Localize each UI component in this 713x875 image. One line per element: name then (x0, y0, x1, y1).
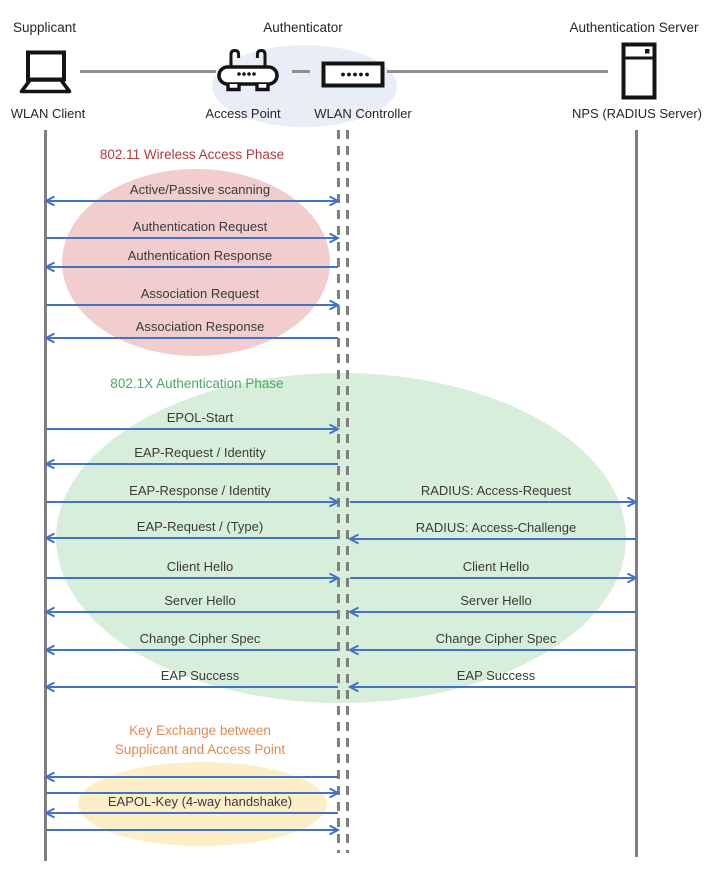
authentication-phase-ellipse (56, 373, 626, 703)
role-title-supplicant: Supplicant (13, 20, 77, 35)
device-label-nps-radius-server: NPS (RADIUS Server) (571, 106, 703, 121)
message-label: RADIUS: Access-Request (420, 483, 572, 498)
connector-line-segment (387, 70, 608, 73)
laptop-icon (19, 50, 72, 94)
wlan-controller-lifeline-dashed-left (337, 130, 340, 853)
message-label: EAPOL-Key (4-way handshake) (107, 794, 293, 809)
message-label: Change Cipher Spec (139, 631, 261, 646)
message-label: EPOL-Start (166, 410, 234, 425)
message-label: EAP Success (160, 668, 240, 683)
phase-title-802-11-wireless-access: 802.11 Wireless Access Phase (99, 147, 285, 162)
message-label: Server Hello (164, 593, 236, 608)
device-label-wlan-controller: WLAN Controller (314, 106, 412, 121)
message-label: Association Request (140, 286, 260, 301)
device-label-wlan-client: WLAN Client (10, 106, 86, 121)
message-label: EAP Success (456, 668, 536, 683)
server-icon (621, 42, 657, 100)
message-label: Authentication Response (127, 248, 273, 263)
message-label: EAP-Response / Identity (129, 483, 271, 498)
message-label: Server Hello (460, 593, 532, 608)
message-label: Client Hello (462, 559, 530, 574)
wlan-controller-lifeline-dashed-right (346, 130, 349, 853)
message-label: Authentication Request (132, 219, 268, 234)
phase-title-key-exchange-line2: Supplicant and Access Point (114, 741, 286, 757)
wlan-client-lifeline (44, 130, 47, 861)
role-title-authenticator: Authenticator (263, 20, 343, 35)
nps-server-lifeline (635, 130, 638, 857)
message-label: Change Cipher Spec (435, 631, 557, 646)
connector-line-segment (80, 70, 216, 73)
message-label: Association Response (135, 319, 265, 334)
phase-title-key-exchange: Key Exchange between Supplicant and Acce… (115, 722, 285, 759)
message-label: Active/Passive scanning (129, 182, 271, 197)
access-point-icon (217, 48, 279, 92)
connector-line-segment (292, 70, 310, 73)
phase-title-802-1x-authentication: 802.1X Authentication Phase (110, 376, 284, 391)
message-label: EAP-Request / (Type) (136, 519, 264, 534)
phase-title-key-exchange-line1: Key Exchange between (129, 723, 271, 738)
role-title-authentication-server: Authentication Server (569, 20, 699, 35)
message-label: Client Hello (166, 559, 234, 574)
message-label: RADIUS: Access-Challenge (415, 520, 577, 535)
device-label-access-point: Access Point (205, 106, 281, 121)
wlan-controller-icon (321, 61, 385, 88)
message-label: EAP-Request / Identity (134, 445, 266, 460)
